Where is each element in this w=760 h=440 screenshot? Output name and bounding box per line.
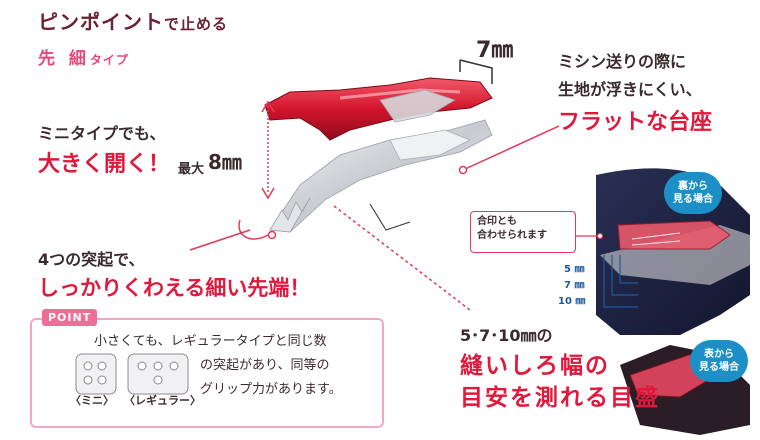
top-dimension-bracket (459, 59, 493, 84)
opening-max-label: 最大 (178, 162, 205, 177)
seam-pointer (333, 203, 471, 311)
point-text-line1: 小さくても、レギュラータイプと同じ数 (94, 334, 327, 349)
tip-line1: 4つの突起で、 (38, 250, 145, 269)
tip-emphasis: しっかりくわえる細い先端！ (38, 276, 311, 300)
callout-pointer (576, 232, 604, 240)
subheadline-suffix: タイプ (89, 53, 129, 67)
match-mark-callout: 合印とも 合わせられます (470, 211, 576, 253)
opening-arrow (261, 100, 275, 200)
mark-10mm: 10 ㎜ (558, 296, 586, 307)
flat-base-emphasis: フラットな台座 (558, 110, 713, 135)
point-tag: POINT (42, 309, 98, 326)
point-text-line2: の突起があり、同等の (200, 358, 330, 373)
mini-label: 〈ミニ〉 (70, 394, 114, 407)
top-dimension-label: 7㎜ (476, 38, 514, 63)
front-view-badge: 表から 見る場合 (690, 340, 748, 382)
back-view-badge: 裏から 見る場合 (664, 172, 722, 214)
mark-7mm: 7 ㎜ (564, 280, 585, 291)
clip-illustration (264, 77, 493, 233)
headline-line1: ピンポイントで止める (38, 6, 228, 35)
seam-line1: 5･7･10㎜の (460, 326, 553, 345)
point-text-line3: グリップ力があります。 (200, 382, 342, 397)
mark-5mm: 5 ㎜ (564, 264, 585, 275)
opening-max-value: 8㎜ (208, 150, 242, 174)
headline-line2: 先 細タイプ (38, 44, 129, 69)
flat-base-pointer (458, 125, 560, 175)
mini-regular-diagram (75, 353, 189, 395)
opening-emphasis: 大きく開く！ (38, 152, 171, 177)
headline-suffix: で止める (164, 15, 229, 33)
subheadline-main: 先 細 (38, 49, 90, 69)
flat-base-line2: 生地が浮きにくい、 (558, 80, 702, 99)
regular-label: 〈レギュラー〉 (124, 394, 201, 407)
flat-base-line1: ミシン送りの際に (558, 52, 687, 71)
tip-pointer (189, 219, 277, 251)
opening-line1: ミニタイプでも、 (38, 124, 166, 143)
seam-emphasis-1: 縫いしろ幅の (460, 353, 610, 379)
seam-emphasis-2: 目安を測れる目盛 (460, 385, 660, 411)
headline-main: ピンポイント (38, 10, 164, 34)
